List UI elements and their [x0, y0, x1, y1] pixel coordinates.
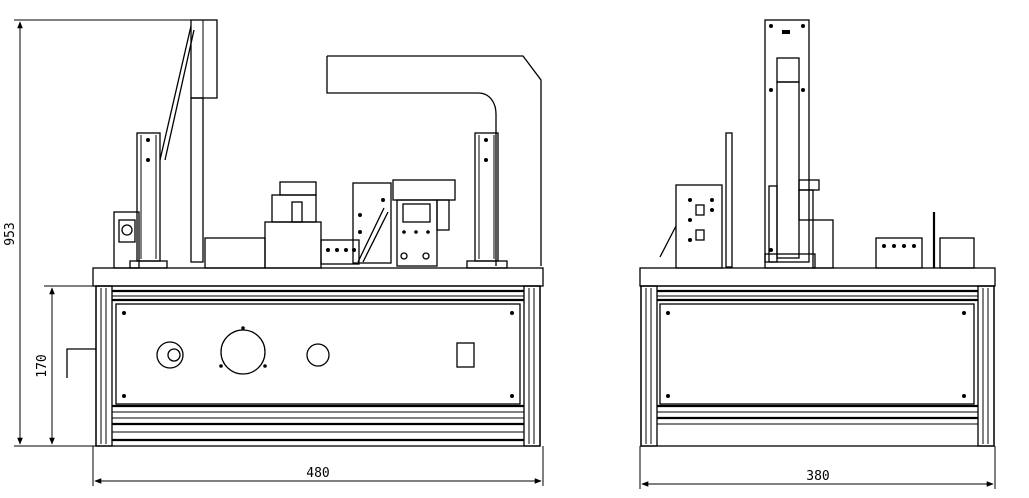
- side-right-blocks: [812, 212, 975, 269]
- front-panel: [115, 303, 521, 405]
- left-short-post: [129, 132, 168, 269]
- front-view: [66, 19, 544, 447]
- front-dimensions: 953 170 480: [3, 19, 544, 486]
- side-base-cabinet: [639, 267, 996, 447]
- left-side-box: [113, 211, 140, 269]
- panel-knob: [156, 341, 184, 369]
- dim-base-height: 170: [35, 354, 50, 377]
- side-left-bracket: [659, 184, 723, 269]
- side-view: [639, 19, 996, 447]
- side-handle: [66, 348, 96, 378]
- center-machinery: [204, 181, 392, 269]
- side-thin-rod: [725, 132, 733, 268]
- control-box: [392, 179, 456, 267]
- front-base-cabinet: [92, 267, 544, 447]
- panel-large-gauge: [219, 326, 267, 375]
- dim-total-height: 953: [3, 222, 18, 245]
- dim-front-width: 480: [306, 466, 329, 481]
- panel-switch: [456, 342, 475, 368]
- left-tall-column: [159, 19, 218, 263]
- side-dimensions: 380: [639, 446, 996, 489]
- side-tall-column: [764, 19, 820, 269]
- panel-small-button: [306, 343, 330, 367]
- side-panel: [659, 303, 975, 405]
- overhead-arm: [326, 55, 542, 266]
- right-short-post: [466, 132, 508, 269]
- dim-side-width: 380: [806, 469, 829, 484]
